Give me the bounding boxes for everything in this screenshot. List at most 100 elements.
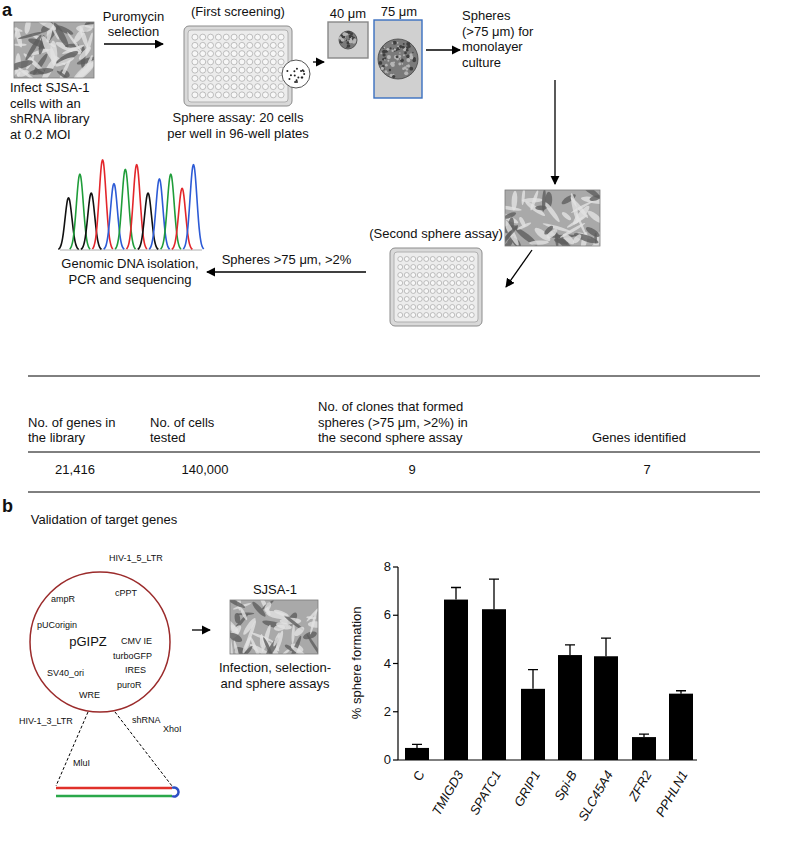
sphere-cell xyxy=(406,58,410,62)
well xyxy=(443,313,448,318)
well xyxy=(437,273,442,278)
well xyxy=(443,281,448,286)
well xyxy=(247,59,253,65)
flow-arrow xyxy=(192,629,210,630)
well xyxy=(443,289,448,294)
well xyxy=(398,289,403,294)
sphere-cell xyxy=(390,47,392,49)
sphere xyxy=(339,31,357,49)
well xyxy=(456,305,461,310)
cell-shape xyxy=(561,211,573,222)
cell-shape xyxy=(76,25,92,32)
well xyxy=(208,92,214,98)
well xyxy=(404,305,409,310)
well xyxy=(417,273,422,278)
well xyxy=(463,297,468,302)
vector-feature: MluI xyxy=(72,758,91,769)
well-plate xyxy=(390,248,482,326)
table-cell: No. of cells tested xyxy=(150,415,230,446)
error-bar xyxy=(676,691,686,694)
sphere-cell xyxy=(406,68,408,70)
well xyxy=(215,42,221,48)
well xyxy=(456,281,461,286)
sphere-cell xyxy=(348,36,350,38)
node-text: 75 μm xyxy=(374,4,424,20)
trace-peak xyxy=(92,160,112,249)
well xyxy=(443,257,448,262)
photo-frame xyxy=(230,600,318,654)
category-label: PPHLN1 xyxy=(653,768,692,820)
well xyxy=(223,84,229,90)
well xyxy=(208,75,214,81)
well xyxy=(255,42,261,48)
zoom-circle xyxy=(282,60,310,88)
error-bar xyxy=(639,734,649,737)
cell-shape xyxy=(529,190,539,211)
vector-feature: puroR xyxy=(116,680,143,691)
well xyxy=(469,289,474,294)
error-bar xyxy=(601,638,611,656)
well xyxy=(200,42,206,48)
cell-shape xyxy=(14,43,27,46)
well-zoom xyxy=(282,60,310,88)
well xyxy=(231,67,237,73)
well xyxy=(411,289,416,294)
cell-dot xyxy=(294,75,296,77)
well xyxy=(239,92,245,98)
well xyxy=(208,34,214,40)
well xyxy=(411,305,416,310)
well xyxy=(430,265,435,270)
error-bar xyxy=(528,670,538,689)
well xyxy=(450,289,455,294)
cell-shape xyxy=(262,637,275,654)
well xyxy=(463,265,468,270)
well xyxy=(215,75,221,81)
bar-group xyxy=(405,579,693,760)
well xyxy=(424,265,429,270)
node-text: (Second sphere assay) xyxy=(368,226,504,242)
cell-shape xyxy=(516,221,532,230)
well xyxy=(270,75,276,81)
cell-dot xyxy=(303,73,305,75)
well xyxy=(239,59,245,65)
well xyxy=(247,34,253,40)
sphere-cell xyxy=(404,71,408,75)
node-text: Validation of target genes xyxy=(18,512,190,528)
well xyxy=(424,281,429,286)
well xyxy=(215,92,221,98)
sphere-cell xyxy=(385,64,388,67)
cell-dot xyxy=(288,78,290,80)
image-panel: Genomic DNA isolation, PCR and sequencin… xyxy=(55,150,205,296)
plasmid-map: Validation of target genespGIPZ xyxy=(18,512,190,717)
well xyxy=(463,289,468,294)
cell-photo xyxy=(505,190,600,246)
sphere-photo xyxy=(374,20,422,98)
well xyxy=(463,273,468,278)
well xyxy=(456,313,461,318)
well xyxy=(278,84,284,90)
category-label: SLC45A4 xyxy=(575,768,616,824)
sphere-cell xyxy=(341,38,345,42)
table-cell: 7 xyxy=(643,462,650,478)
well xyxy=(255,67,261,73)
well xyxy=(411,297,416,302)
well xyxy=(404,289,409,294)
well xyxy=(247,92,253,98)
sphere-cell xyxy=(406,49,409,52)
sphere-cell xyxy=(345,40,347,42)
well xyxy=(404,281,409,286)
sphere-cell xyxy=(352,40,356,44)
plate-body xyxy=(184,26,292,106)
cell-dot xyxy=(300,70,302,72)
table-rule xyxy=(28,492,760,493)
well xyxy=(247,67,253,73)
sphere-cell xyxy=(392,75,395,78)
cell-shape xyxy=(260,624,272,652)
panel-letter: b xyxy=(2,496,13,518)
well xyxy=(404,257,409,262)
well xyxy=(262,51,268,57)
well xyxy=(411,273,416,278)
node-text: Infection, selection- and sphere assays xyxy=(212,660,338,691)
tick xyxy=(393,711,398,712)
